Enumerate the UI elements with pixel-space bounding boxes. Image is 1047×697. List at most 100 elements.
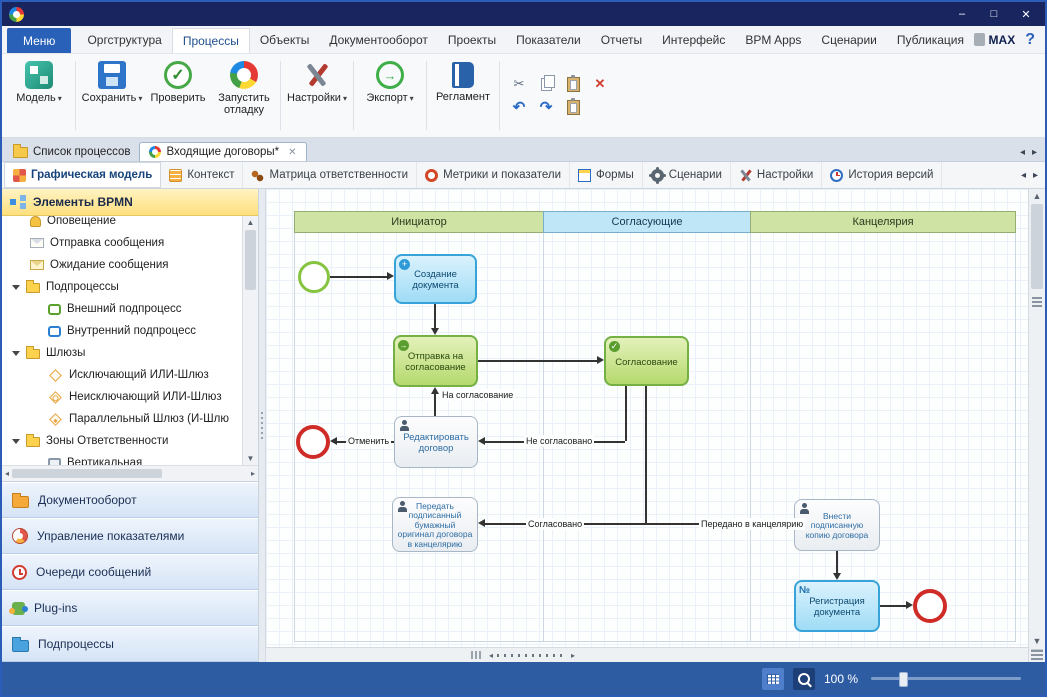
tree-folder-gateways[interactable]: Шлюзы [2,342,242,364]
expander-icon[interactable] [12,439,20,444]
expander-icon[interactable] [12,351,20,356]
scrollbar-extra-grip[interactable] [1031,649,1043,660]
section-message-queues[interactable]: Очереди сообщений [2,554,258,590]
tree-item-internal-subprocess[interactable]: Внутренний подпроцесс [2,320,242,342]
tree-item-parallel-gateway[interactable]: Параллельный Шлюз (И-Шлю [2,408,242,430]
tree-item-inclusive-gateway[interactable]: Неисключающий ИЛИ-Шлюз [2,386,242,408]
help-button[interactable]: ? [1025,31,1035,49]
tree-item-external-subprocess[interactable]: Внешний подпроцесс [2,298,242,320]
model-button[interactable]: Модель▾ [6,56,72,135]
zoom-slider[interactable] [871,677,1021,680]
tab-scenarios[interactable]: Сценарии [643,162,731,188]
tab-responsibility-matrix[interactable]: Матрица ответственности [243,162,417,188]
tree-item-notification[interactable]: Оповещение [2,216,242,232]
scroll-right-icon[interactable]: ▸ [251,469,255,478]
tab-processes[interactable]: Процессы [172,28,250,53]
tab-docflow[interactable]: Документооборот [319,26,438,53]
tab-process-list[interactable]: Список процессов [4,143,139,161]
scroll-up-icon[interactable]: ▲ [247,218,255,227]
tree-item-vertical-zone[interactable]: Вертикальная [2,452,242,465]
task-enter-signed-copy[interactable]: Внести подписанную копию договора [794,499,880,551]
tab-indicators[interactable]: Показатели [506,26,591,53]
section-subprocesses[interactable]: Подпроцессы [2,626,258,662]
paste-button[interactable] [562,75,584,93]
tab-incoming-contracts[interactable]: Входящие договоры* ✕ [139,142,306,161]
delete-button[interactable]: ✕ [589,75,611,93]
cut-button[interactable]: ✂ [508,75,530,93]
tab-objects[interactable]: Объекты [250,26,320,53]
tree-item-wait-message[interactable]: Ожидание сообщения [2,254,242,276]
maximize-button[interactable]: □ [979,4,1009,24]
task-send-for-approval[interactable]: → Отправка на согласование [393,335,478,387]
paste-special-button[interactable] [562,98,584,116]
diagram-canvas[interactable]: Инициатор Согласующие Канцелярия + Созда… [266,189,1028,662]
close-button[interactable]: ✕ [1011,4,1041,24]
run-debug-button[interactable]: Запустить отладку [211,56,277,135]
grid-view-button[interactable] [762,668,784,690]
viewtabs-scroll-left-icon[interactable]: ◂ [1021,170,1026,181]
section-docflow[interactable]: Документооборот [2,482,258,518]
task-register-document[interactable]: № Регистрация документа [794,580,880,632]
tab-version-history[interactable]: История версий [822,162,942,188]
export-button[interactable]: → Экспорт▾ [357,56,423,135]
scroll-left-icon[interactable]: ◂ [489,651,493,660]
section-indicator-management[interactable]: Управление показателями [2,518,258,554]
lane-initiator[interactable]: Инициатор [294,211,544,233]
regulation-button[interactable]: Регламент [430,56,496,135]
tab-forms[interactable]: Формы [570,162,643,188]
scroll-left-icon[interactable]: ◂ [5,469,9,478]
tab-orgstructure[interactable]: Оргструктура [77,26,171,53]
scrollbar-thumb[interactable] [245,230,256,290]
tab-scenarios[interactable]: Сценарии [811,26,886,53]
close-tab-icon[interactable]: ✕ [288,147,296,158]
scroll-right-icon[interactable]: ▸ [571,651,575,660]
save-button[interactable]: Сохранить▾ [79,56,145,135]
redo-button[interactable]: ↷ [535,98,557,116]
scrollbar-thumb[interactable] [1031,204,1043,289]
canvas-horizontal-scrollbar[interactable]: ◂ ▸ [266,647,1028,662]
scrollbar-grip[interactable] [1032,297,1042,307]
task-approval[interactable]: ✓ Согласование [604,336,689,386]
panel-splitter[interactable] [259,189,266,662]
minimize-button[interactable]: – [947,4,977,24]
tab-settings[interactable]: Настройки [731,162,822,188]
validate-button[interactable]: ✓ Проверить [145,56,211,135]
tab-interface[interactable]: Интерфейс [652,26,735,53]
viewtabs-scroll-right-icon[interactable]: ▸ [1033,170,1038,181]
zoom-slider-thumb[interactable] [899,672,908,687]
tree-folder-subprocesses[interactable]: Подпроцессы [2,276,242,298]
scroll-up-icon[interactable]: ▲ [1033,191,1042,201]
settings-button[interactable]: Настройки▾ [284,56,350,135]
tab-context[interactable]: Контекст [161,162,243,188]
tab-reports[interactable]: Отчеты [591,26,652,53]
lane-approvers[interactable]: Согласующие [543,211,751,233]
tab-projects[interactable]: Проекты [438,26,506,53]
palette-header[interactable]: Элементы BPMN [2,189,258,216]
tree-item-send-message[interactable]: Отправка сообщения [2,232,242,254]
canvas-vertical-scrollbar[interactable]: ▲ ▼ [1028,189,1045,662]
tab-bpm-apps[interactable]: BPM Apps [735,26,811,53]
max-toggle[interactable] [974,33,985,46]
undo-button[interactable]: ↶ [508,98,530,116]
task-deliver-original[interactable]: Передать подписанный бумажный оригинал д… [392,497,478,552]
start-event[interactable] [298,261,330,293]
tabs-scroll-left-icon[interactable]: ◂ [1020,147,1025,158]
tree-vertical-scrollbar[interactable]: ▲ ▼ [242,216,258,465]
menu-button[interactable]: Меню [7,28,71,53]
copy-button[interactable] [535,75,557,93]
expander-icon[interactable] [12,285,20,290]
task-create-document[interactable]: + Создание документа [394,254,477,304]
tree-item-exclusive-gateway[interactable]: Исключающий ИЛИ-Шлюз [2,364,242,386]
end-event-done[interactable] [913,589,947,623]
tab-metrics[interactable]: Метрики и показатели [417,162,570,188]
tab-graphic-model[interactable]: Графическая модель [4,162,161,188]
tree-folder-responsibility-zones[interactable]: Зоны Ответственности [2,430,242,452]
scroll-down-icon[interactable]: ▼ [1033,636,1042,646]
lane-office[interactable]: Канцелярия [750,211,1016,233]
scrollbar-grip[interactable] [471,651,483,659]
zoom-tool-button[interactable] [793,668,815,690]
tabs-scroll-right-icon[interactable]: ▸ [1032,147,1037,158]
task-edit-contract[interactable]: Редактировать договор [394,416,478,468]
scroll-down-icon[interactable]: ▼ [247,454,255,463]
end-event-cancel[interactable] [296,425,330,459]
